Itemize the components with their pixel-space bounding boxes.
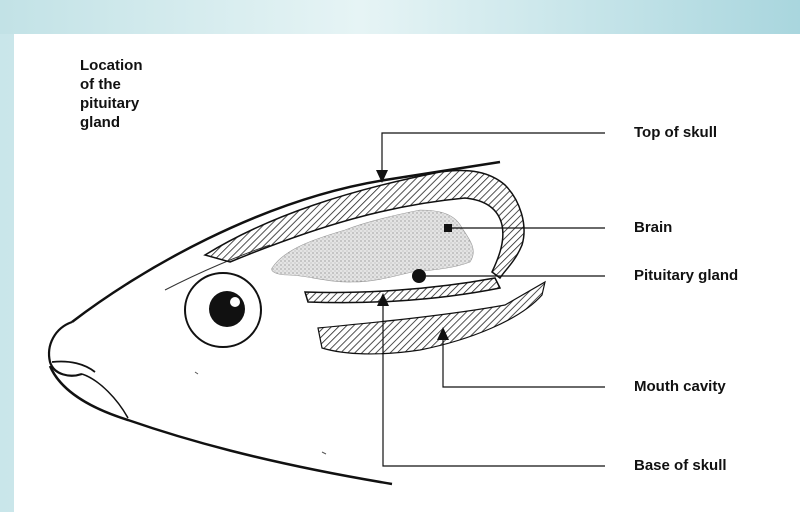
eye-highlight (230, 297, 240, 307)
label-base-of-skull: Base of skull (634, 457, 727, 474)
leader-mouth-cavity (443, 330, 605, 387)
label-top-of-skull: Top of skull (634, 124, 717, 141)
label-mouth-cavity: Mouth cavity (634, 378, 726, 395)
leader-top-of-skull (382, 133, 605, 180)
upper-lip (52, 361, 95, 372)
skin-mark-1 (195, 372, 198, 374)
label-pituitary-gland: Pituitary gland (634, 267, 738, 284)
label-brain: Brain (634, 219, 672, 236)
skull-floor (305, 278, 500, 303)
brain-marker (444, 224, 452, 232)
snout-outline (49, 322, 82, 376)
pituitary-dot (412, 269, 426, 283)
skin-mark-2 (322, 452, 326, 454)
eye-pupil (209, 291, 245, 327)
lower-jaw (50, 366, 392, 484)
